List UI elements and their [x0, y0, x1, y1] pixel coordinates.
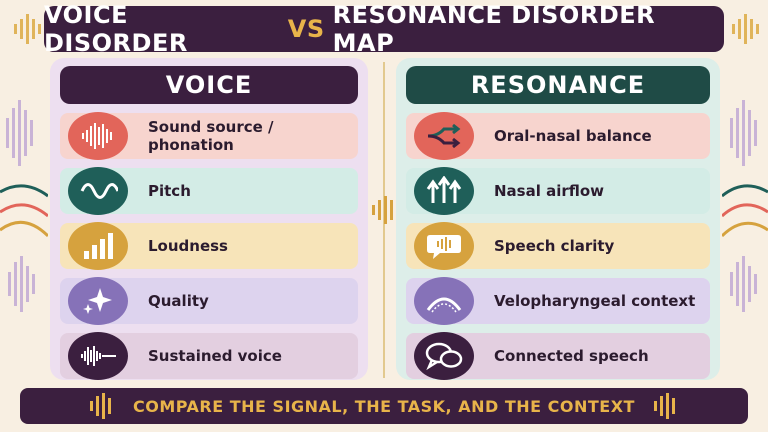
voice-icon-circle [68, 332, 128, 380]
resonance-icon-circle [414, 167, 474, 215]
voice-item-sustained: Sustained voice [60, 332, 358, 380]
voice-icon-circle [68, 112, 128, 160]
resonance-item-label: Velopharyngeal context [494, 292, 696, 310]
left-top-bars-icon [14, 14, 41, 44]
title-left: VOICE DISORDER [44, 1, 188, 57]
sustained-wave-icon [81, 346, 116, 366]
voice-panel: VOICE Sound source / phonation Pitch [50, 58, 368, 380]
footer-text: COMPARE THE SIGNAL, THE TASK, AND THE CO… [133, 396, 635, 416]
voice-item-pitch: Pitch [60, 167, 358, 215]
sparkle-icon [83, 288, 112, 314]
resonance-icon-circle [414, 332, 474, 380]
resonance-icon-circle [414, 222, 474, 270]
right-side-waves-icon [722, 100, 768, 312]
resonance-item-connected: Connected speech [406, 332, 710, 380]
voice-icon-circle [68, 277, 128, 325]
resonance-icon-circle [414, 112, 474, 160]
resonance-panel: RESONANCE Oral-nasal balance Nasal airfl… [396, 58, 720, 380]
voice-item-loudness: Loudness [60, 222, 358, 270]
right-top-bars-icon [732, 14, 759, 44]
arc-icon [426, 297, 462, 313]
resonance-item-clarity: Speech clarity [406, 222, 710, 270]
voice-header: VOICE [60, 66, 358, 104]
resonance-item-label: Oral-nasal balance [494, 127, 652, 145]
split-arrow-icon [427, 123, 461, 149]
resonance-item-velopharyngeal: Velopharyngeal context [406, 277, 710, 325]
resonance-item-oral-nasal: Oral-nasal balance [406, 112, 710, 160]
page-title: VOICE DISORDER VS RESONANCE DISORDER MAP [44, 1, 724, 57]
resonance-item-label: Speech clarity [494, 237, 615, 255]
voice-item-quality: Quality [60, 277, 358, 325]
waveform-icon [82, 123, 112, 149]
footer-left-bars-icon [90, 393, 112, 419]
voice-item-phonation: Sound source / phonation [60, 112, 358, 160]
center-bars-icon [372, 196, 393, 224]
voice-item-label: Pitch [148, 182, 191, 200]
title-right: RESONANCE DISORDER MAP [332, 1, 656, 57]
volume-bars-icon [84, 233, 113, 259]
chat-bubbles-icon [425, 342, 463, 371]
voice-icon-circle [68, 167, 128, 215]
up-arrows-icon [426, 176, 462, 203]
footer-right-bars-icon [653, 393, 675, 419]
speech-bubble-wave-icon [427, 235, 461, 259]
voice-item-label: Sustained voice [148, 347, 282, 365]
footer-banner: COMPARE THE SIGNAL, THE TASK, AND THE CO… [20, 388, 748, 424]
resonance-item-label: Nasal airflow [494, 182, 605, 200]
left-side-waves-icon [0, 100, 48, 312]
voice-icon-circle [68, 222, 128, 270]
voice-item-label: Quality [148, 292, 209, 310]
resonance-header: RESONANCE [406, 66, 710, 104]
resonance-item-label: Connected speech [494, 347, 649, 365]
resonance-icon-circle [414, 277, 474, 325]
resonance-item-nasal-airflow: Nasal airflow [406, 167, 710, 215]
sine-wave-icon [80, 183, 118, 199]
title-vs: VS [287, 15, 325, 43]
voice-item-label: Sound source / phonation [148, 118, 274, 154]
voice-item-label: Loudness [148, 237, 228, 255]
